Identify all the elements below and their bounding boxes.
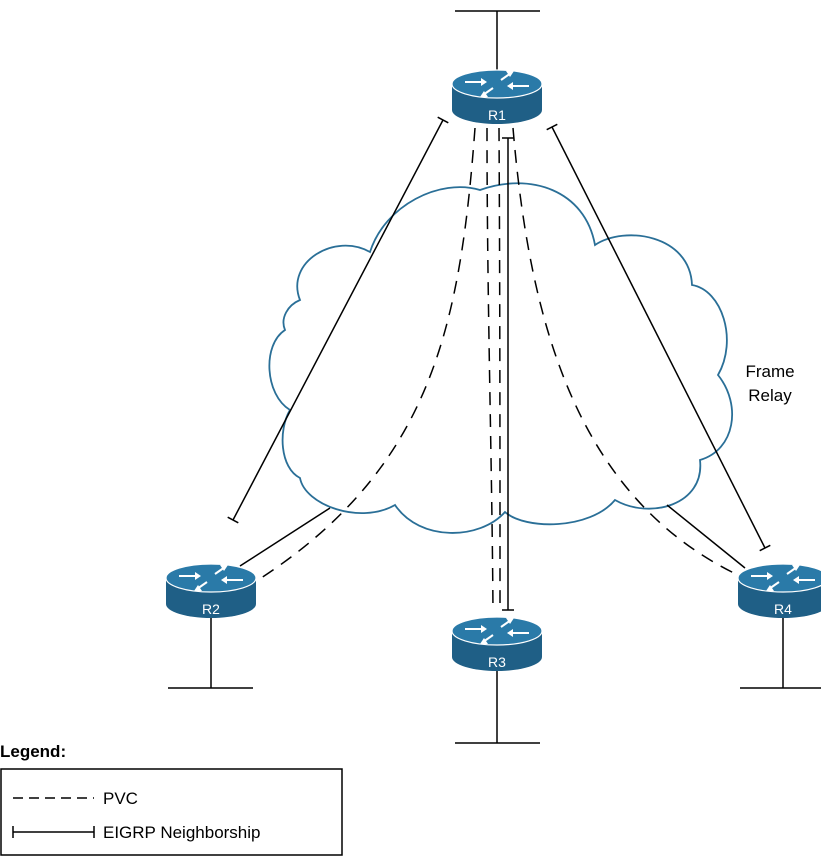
access-link-r2	[239, 507, 331, 567]
router-r1: R1	[451, 69, 543, 125]
router-r2-label: R2	[202, 601, 220, 617]
pvc-r1-r3-b	[498, 127, 501, 613]
pvc-r1-r3-a	[486, 127, 494, 613]
router-r1-label: R1	[488, 107, 506, 123]
access-link-r4	[666, 504, 746, 569]
legend-eigrp-label: EIGRP Neighborship	[103, 823, 261, 842]
router-r4-label: R4	[774, 601, 792, 617]
legend-title: Legend:	[0, 742, 66, 761]
pvc-r1-r2	[254, 127, 476, 583]
cloud-label-frame: Frame	[745, 362, 794, 381]
legend-box	[0, 768, 343, 856]
frame-relay-cloud	[268, 182, 733, 534]
eigrp-r1-r2	[232, 119, 444, 521]
router-r3-label: R3	[488, 654, 506, 670]
router-r4: R4	[737, 563, 821, 619]
router-r2: R2	[165, 563, 257, 619]
router-r3: R3	[451, 616, 543, 672]
legend-pvc-label: PVC	[103, 789, 138, 808]
eigrp-r1-r4	[551, 126, 766, 549]
cloud-label-relay: Relay	[748, 386, 792, 405]
legend-eigrp-symbol	[12, 826, 95, 838]
